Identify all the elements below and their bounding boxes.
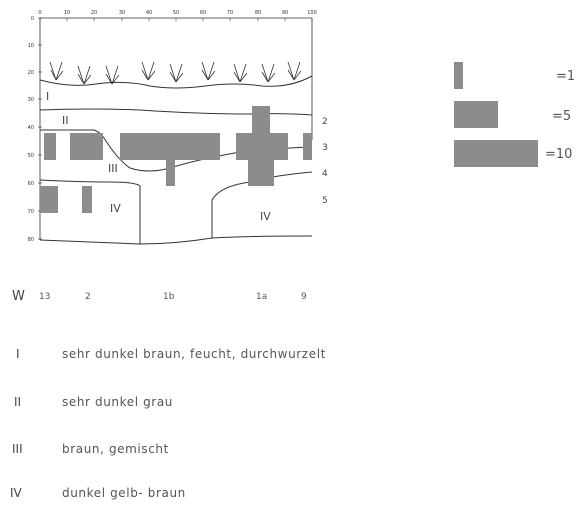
legend-symbol: III — [12, 442, 23, 456]
bar — [120, 133, 220, 160]
legend-symbol: IV — [10, 486, 23, 500]
legend-text: sehr dunkel braun, feucht, durchwurzelt — [62, 347, 326, 361]
x-tick-label: 20 — [91, 10, 97, 16]
boundary-I-II — [40, 109, 312, 115]
legend-symbol: II — [14, 395, 21, 409]
bar — [248, 160, 274, 186]
bar — [70, 133, 103, 160]
y-tick-label: 0 — [31, 16, 34, 22]
y-tick-label: 20 — [28, 70, 34, 76]
section-label-III: III — [108, 162, 118, 175]
bar — [166, 160, 175, 186]
scale-label: =5 — [552, 109, 571, 124]
x-tick-label: 60 — [200, 10, 206, 16]
x-tick-label: 90 — [282, 10, 288, 16]
bar — [303, 133, 312, 160]
x-tick-label: 30 — [119, 10, 125, 16]
bar — [44, 133, 56, 160]
w-value: 9 — [301, 292, 307, 302]
y-tick-label: 70 — [28, 209, 34, 215]
section-label-I: I — [46, 90, 49, 103]
bar — [236, 133, 288, 160]
horizon-legend: I sehr dunkel braun, feucht, durchwurzel… — [10, 347, 326, 500]
legend-text: sehr dunkel grau — [62, 395, 173, 409]
y-tick-label: 80 — [28, 237, 34, 243]
root-symbols — [50, 62, 301, 84]
x-tick-label: 0 — [38, 10, 41, 16]
scale-label: =1 — [556, 69, 575, 84]
w-label: W — [12, 289, 25, 304]
x-tick-label: 70 — [227, 10, 233, 16]
bottom-line — [40, 236, 312, 244]
w-value: 1b — [163, 292, 175, 302]
legend-text: braun, gemischt — [62, 442, 169, 456]
y-tick-label: 60 — [28, 181, 34, 187]
w-row: W 13 2 1b 1a 9 — [12, 289, 307, 304]
layer-marker: 4 — [322, 169, 328, 179]
bar — [40, 186, 58, 213]
scale-legend: =1 =5 =10 — [454, 62, 575, 167]
w-value: 13 — [39, 292, 50, 302]
legend-symbol: I — [16, 347, 20, 361]
legend-text: dunkel gelb- braun — [62, 486, 186, 500]
section-label-IV: IV — [260, 210, 271, 223]
layer-marker: 3 — [322, 143, 328, 153]
y-tick-label: 10 — [28, 43, 34, 49]
scale-swatch-10 — [454, 140, 538, 167]
bar — [252, 106, 270, 133]
frequency-bars — [40, 106, 312, 213]
x-tick-label: 40 — [146, 10, 152, 16]
y-tick-label: 50 — [28, 153, 34, 159]
y-tick-label: 30 — [28, 97, 34, 103]
layer-marker: 5 — [322, 196, 328, 206]
section-label-IV: IV — [110, 202, 121, 215]
scale-label: =10 — [545, 147, 572, 162]
x-tick-label: 10 — [64, 10, 70, 16]
bar — [82, 186, 92, 213]
scale-swatch-5 — [454, 101, 498, 128]
scale-swatch-1 — [454, 62, 463, 89]
x-ticks: 0 10 20 30 40 50 60 70 80 90 100 — [38, 10, 316, 21]
layer-marker: 2 — [322, 117, 328, 127]
w-value: 1a — [256, 292, 267, 302]
x-tick-label: 100 — [307, 10, 317, 16]
section-label-II: II — [62, 114, 69, 127]
x-tick-label: 80 — [255, 10, 261, 16]
x-tick-label: 50 — [173, 10, 179, 16]
w-value: 2 — [85, 292, 91, 302]
y-tick-label: 40 — [28, 125, 34, 131]
